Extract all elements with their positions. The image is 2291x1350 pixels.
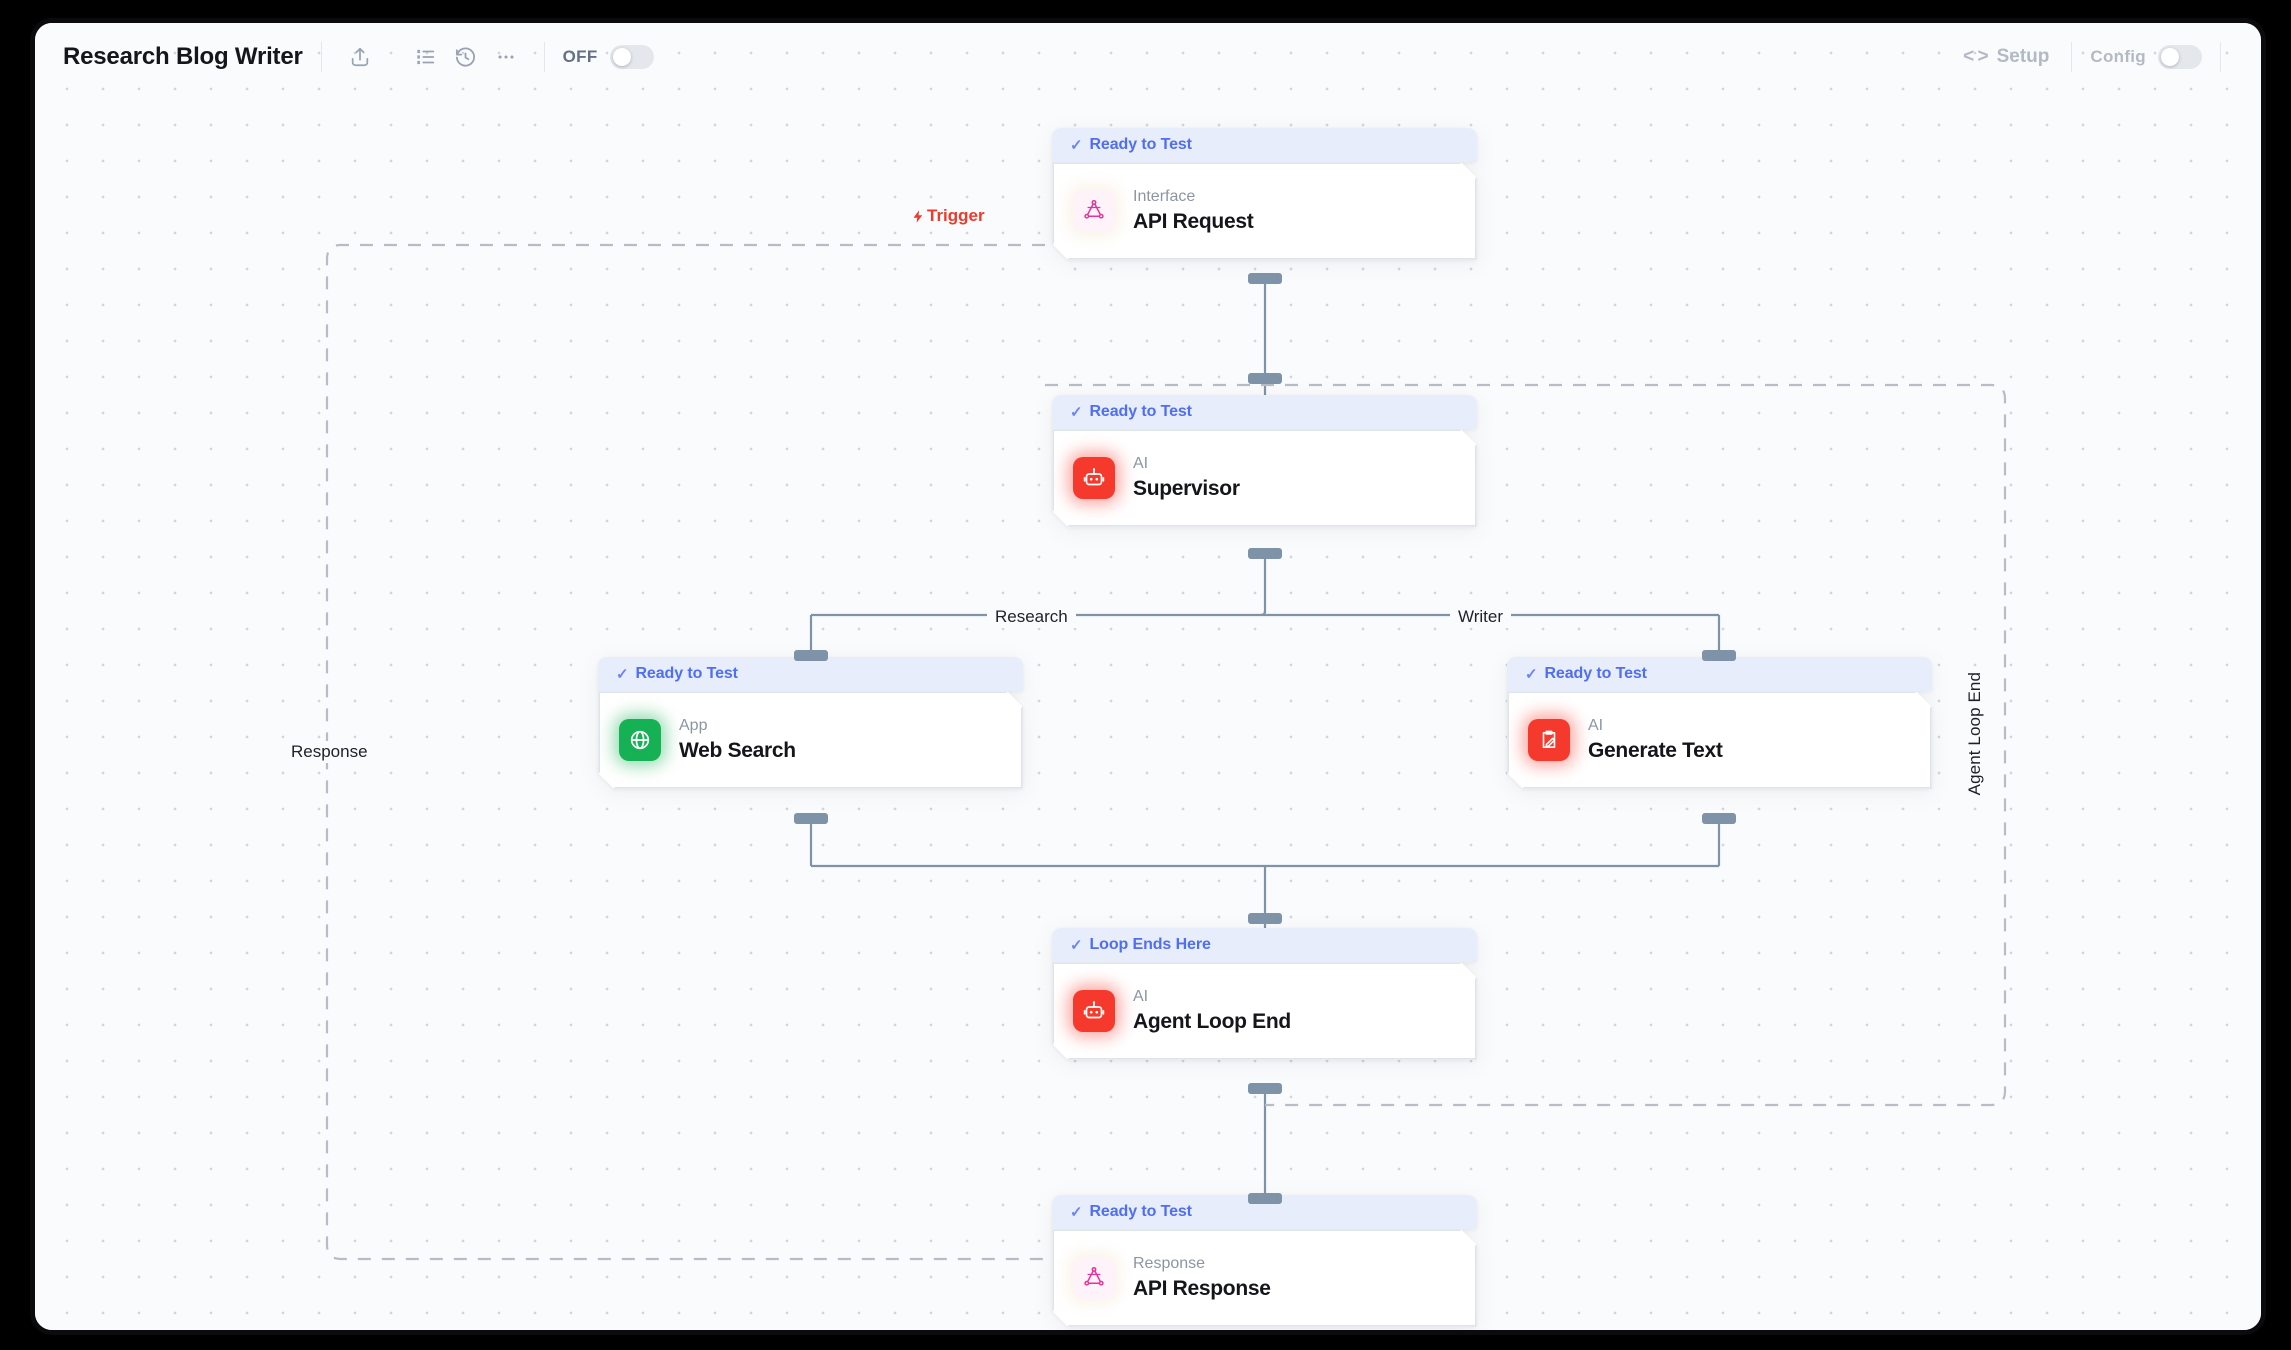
node-kind: AI <box>1133 455 1149 473</box>
robot-icon <box>1073 457 1115 499</box>
page-title: Research Blog Writer <box>63 43 303 70</box>
check-icon: ✓ <box>1070 1203 1083 1221</box>
list-icon[interactable] <box>406 37 446 77</box>
header-divider-1 <box>320 42 322 72</box>
graphql-icon <box>1073 190 1115 232</box>
lightning-icon <box>913 209 923 223</box>
edge-label-writer: Writer <box>1450 606 1512 628</box>
node-api-response[interactable]: ✓ Ready to Test Response API Response <box>1052 1195 1477 1327</box>
node-web-search[interactable]: ✓ Ready to Test App Web Search <box>598 657 1023 789</box>
node-status-text: Ready to Test <box>1089 1203 1192 1220</box>
handle-supervisor-in[interactable] <box>1248 373 1282 384</box>
header-divider-2 <box>543 42 545 72</box>
document-edit-icon <box>1528 719 1570 761</box>
node-body[interactable]: AI Generate Text <box>1507 691 1932 789</box>
setup-button[interactable]: < > Setup <box>1959 40 2053 74</box>
node-name: Web Search <box>679 739 796 763</box>
node-status-badge: ✓ Ready to Test <box>598 657 1023 691</box>
edge-label-trigger: Trigger <box>903 205 993 227</box>
node-kind: AI <box>1133 988 1149 1006</box>
node-name: Supervisor <box>1133 477 1240 501</box>
node-kind: AI <box>1588 717 1604 735</box>
node-name: API Response <box>1133 1277 1271 1301</box>
handle-agent-loop-end-out[interactable] <box>1248 1083 1282 1094</box>
node-status-text: Ready to Test <box>635 665 738 682</box>
check-icon: ✓ <box>1070 403 1083 421</box>
node-body[interactable]: Response API Response <box>1052 1229 1477 1327</box>
edge-label-writer-text: Writer <box>1458 607 1504 626</box>
header-divider-3 <box>2071 42 2073 72</box>
node-body[interactable]: AI Supervisor <box>1052 429 1477 527</box>
node-status-text: Ready to Test <box>1544 665 1647 682</box>
code-icon: < > <box>1963 46 1989 67</box>
edge-label-response: Response <box>283 741 376 763</box>
node-body[interactable]: AI Agent Loop End <box>1052 962 1477 1060</box>
config-toggle-label: Config <box>2090 47 2146 66</box>
node-text: App Web Search <box>679 716 796 763</box>
node-kind: App <box>679 717 708 735</box>
node-status-badge: ✓ Ready to Test <box>1052 395 1477 429</box>
node-generate-text[interactable]: ✓ Ready to Test AI Generate Text <box>1507 657 1932 789</box>
workflow-canvas[interactable]: Research Blog Writer <box>35 23 2261 1330</box>
check-icon: ✓ <box>1070 936 1083 954</box>
edge-label-trigger-text: Trigger <box>927 206 985 225</box>
node-status-badge: ✓ Ready to Test <box>1052 128 1477 162</box>
graphql-icon <box>1073 1257 1115 1299</box>
robot-icon <box>1073 990 1115 1032</box>
config-toggle[interactable] <box>2158 45 2202 69</box>
node-name: Generate Text <box>1588 739 1723 763</box>
node-name: API Request <box>1133 210 1254 234</box>
node-supervisor[interactable]: ✓ Ready to Test AI Supervisor <box>1052 395 1477 527</box>
more-icon[interactable] <box>486 37 526 77</box>
handle-agent-loop-end-in[interactable] <box>1248 913 1282 924</box>
node-status-badge: ✓ Loop Ends Here <box>1052 928 1477 962</box>
header-divider-4 <box>2220 42 2221 72</box>
edge-label-response-text: Response <box>291 742 368 761</box>
node-agent-loop-end[interactable]: ✓ Loop Ends Here AI Agent Loop End <box>1052 928 1477 1060</box>
edge-label-agent-loop-end: Agent Loop End <box>1957 671 1993 797</box>
handle-api-response-in[interactable] <box>1248 1193 1282 1204</box>
power-toggle-label: OFF <box>562 47 598 66</box>
globe-icon <box>619 719 661 761</box>
check-icon: ✓ <box>1525 665 1538 683</box>
node-body[interactable]: App Web Search <box>598 691 1023 789</box>
node-api-request[interactable]: ✓ Ready to Test Interface API Request <box>1052 128 1477 260</box>
node-status-text: Loop Ends Here <box>1089 936 1211 953</box>
workflow-editor-window: Research Blog Writer <box>30 18 2266 1335</box>
handle-web-search-out[interactable] <box>794 813 828 824</box>
node-status-badge: ✓ Ready to Test <box>1507 657 1932 691</box>
node-text: Interface API Request <box>1133 187 1253 234</box>
handle-generate-text-in[interactable] <box>1702 650 1736 661</box>
history-icon[interactable] <box>446 37 486 77</box>
edge-label-agent-loop-end-text: Agent Loop End <box>1965 672 1984 796</box>
node-kind: Response <box>1133 1255 1206 1273</box>
node-text: AI Generate Text <box>1588 716 1723 763</box>
edge-label-research: Research <box>987 606 1076 628</box>
config-toggle-group: Config <box>2090 45 2202 69</box>
node-status-text: Ready to Test <box>1089 136 1192 153</box>
node-text: AI Agent Loop End <box>1133 987 1291 1034</box>
setup-button-label: Setup <box>1996 46 2050 67</box>
handle-web-search-in[interactable] <box>794 650 828 661</box>
share-icon[interactable] <box>340 37 380 77</box>
node-text: AI Supervisor <box>1133 454 1240 501</box>
editor-header: Research Blog Writer <box>35 23 2261 91</box>
handle-generate-text-out[interactable] <box>1702 813 1736 824</box>
edge-label-research-text: Research <box>995 607 1068 626</box>
handle-supervisor-out[interactable] <box>1248 548 1282 559</box>
power-toggle-group: OFF <box>563 45 654 69</box>
node-status-text: Ready to Test <box>1089 403 1192 420</box>
check-icon: ✓ <box>616 665 629 683</box>
handle-api-request-out[interactable] <box>1248 273 1282 284</box>
node-text: Response API Response <box>1133 1254 1271 1301</box>
node-kind: Interface <box>1133 188 1196 206</box>
node-body[interactable]: Interface API Request <box>1052 162 1477 260</box>
node-name: Agent Loop End <box>1133 1010 1291 1034</box>
check-icon: ✓ <box>1070 136 1083 154</box>
power-toggle[interactable] <box>609 45 654 69</box>
